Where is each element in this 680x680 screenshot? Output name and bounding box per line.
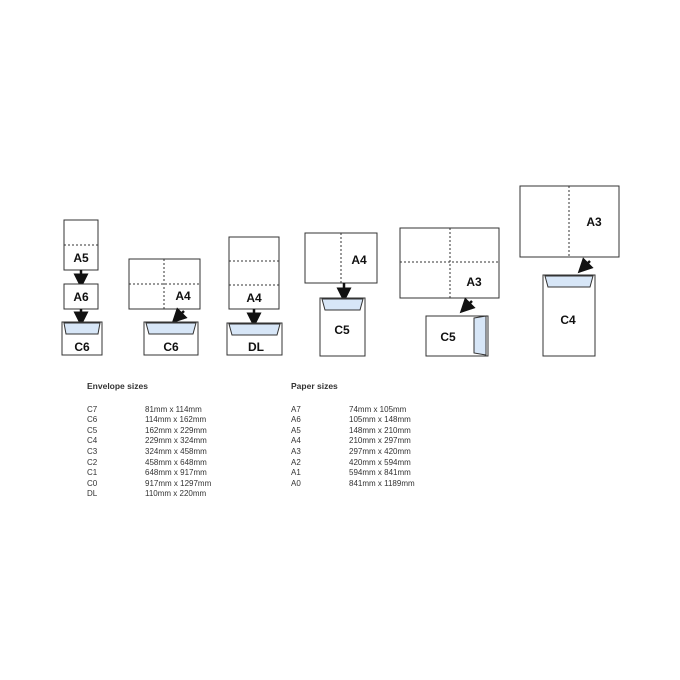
size-code: C7 [87,404,98,414]
size-code: DL [87,489,98,499]
size-code: C1 [87,468,98,478]
size-dimensions: 594mm x 841mm [349,468,411,478]
table-row: C3 324mm x 458mm [87,447,211,458]
size-dimensions: 648mm x 917mm [145,468,207,478]
label-c6: C6 [74,340,90,354]
size-dimensions: 74mm x 105mm [349,404,407,414]
size-dimensions: 324mm x 458mm [145,446,207,456]
size-dimensions: 210mm x 297mm [349,436,411,446]
arrow-a4-to-c6 [171,307,188,324]
size-code: A4 [291,436,301,446]
sheet-a3 [519,185,620,258]
label-c5: C5 [334,323,350,337]
envelope-sizes-title: Envelope sizes [87,381,148,391]
size-code: C0 [87,478,98,488]
paper-sizes-title: Paper sizes [291,381,338,391]
size-code: C6 [87,415,98,425]
size-code: C4 [87,436,98,446]
label-c4: C4 [560,313,576,327]
size-dimensions: 148mm x 210mm [349,425,411,435]
size-dimensions: 162mm x 229mm [145,425,207,435]
table-row: A7 74mm x 105mm [291,405,415,416]
envelope-window [473,315,487,356]
table-row: C0 917mm x 1297mm [87,479,211,490]
size-dimensions: 105mm x 148mm [349,415,411,425]
label-c5: C5 [440,330,456,344]
table-row: C5 162mm x 229mm [87,426,211,437]
table-row: DL 110mm x 220mm [87,489,211,500]
label-a4: A4 [351,253,367,267]
envelope-c4 [542,274,596,357]
label-a3: A3 [466,275,482,289]
label-a4: A4 [246,291,262,305]
label-dl: DL [248,340,264,354]
table-row: A3 297mm x 420mm [291,447,415,458]
table-row: A0 841mm x 1189mm [291,479,415,490]
size-dimensions: 841mm x 1189mm [349,478,415,488]
size-dimensions: 917mm x 1297mm [145,478,212,488]
label-a3: A3 [586,215,602,229]
size-dimensions: 229mm x 324mm [145,436,207,446]
size-dimensions: 297mm x 420mm [349,446,411,456]
table-row: C2 458mm x 648mm [87,458,211,469]
envelope-window [544,275,594,288]
table-row: A4 210mm x 297mm [291,436,415,447]
size-code: A1 [291,468,301,478]
table-row: C6 114mm x 162mm [87,415,211,426]
size-dimensions: 81mm x 114mm [145,404,202,414]
size-code: C5 [87,425,98,435]
group-a4-dl: A4 DL [226,236,283,356]
sheet-a3 [399,227,500,299]
group-a4-c5: A4 C5 [304,232,378,357]
group-a3-c4: A3 C4 [519,185,620,357]
size-code: A2 [291,457,301,467]
size-code: C2 [87,457,98,467]
label-a5: A5 [73,251,89,265]
group-a4-c6: A4 C6 [128,258,201,356]
table-row: A2 420mm x 594mm [291,458,415,469]
arrow-a3-to-c5 [459,297,476,314]
label-c6: C6 [163,340,179,354]
arrow-a3-to-c4 [577,257,594,274]
size-dimensions: 420mm x 594mm [349,457,411,467]
size-dimensions: 110mm x 220mm [145,489,207,499]
table-row: A1 594mm x 841mm [291,468,415,479]
label-a6: A6 [73,290,89,304]
table-row: A5 148mm x 210mm [291,426,415,437]
sheet-a4 [228,236,280,310]
size-code: A6 [291,415,301,425]
label-a4: A4 [175,289,191,303]
table-row: C4 229mm x 324mm [87,436,211,447]
envelope-window [228,323,281,336]
group-a3-c5: A3 C5 [399,227,500,357]
table-row: C1 648mm x 917mm [87,468,211,479]
table-row: C7 81mm x 114mm [87,405,211,416]
size-code: A5 [291,425,301,435]
envelope-window [321,298,364,311]
sheet-a6 [63,283,99,310]
size-code: A3 [291,446,301,456]
size-code: A7 [291,404,301,414]
size-code: A0 [291,478,301,488]
size-code: C3 [87,446,98,456]
group-a5-a6-c6: A5 A6 C6 [61,219,103,356]
table-row: A6 105mm x 148mm [291,415,415,426]
size-dimensions: 458mm x 648mm [145,457,207,467]
envelope-window [63,322,101,335]
envelope-window [145,322,197,335]
size-dimensions: 114mm x 162mm [145,415,207,425]
